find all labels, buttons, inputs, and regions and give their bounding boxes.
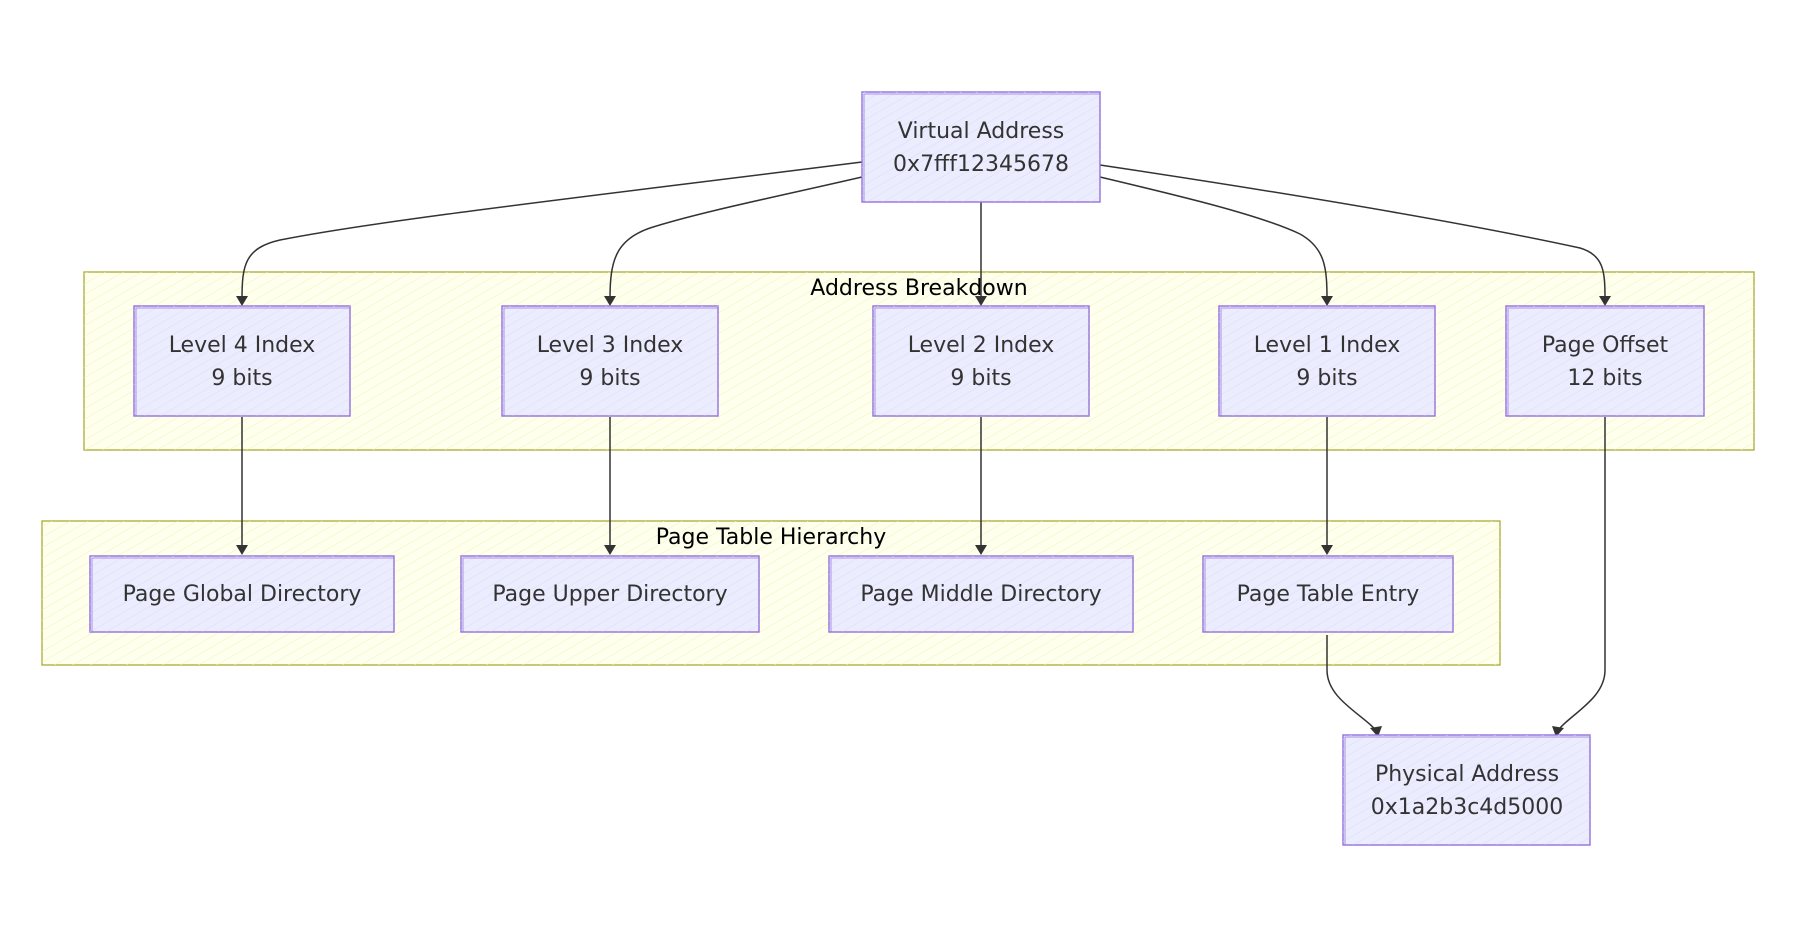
physical-address-value: 0x1a2b3c4d5000 [1371,795,1564,820]
page-upper-directory-node: Page Upper Directory [460,555,760,633]
edge-offset-physical [1555,417,1606,734]
arrow-level1 [1321,296,1333,306]
edge-pte-physical [1326,635,1379,734]
virtual-address-node: Virtual Address 0x7fff12345678 [861,91,1101,203]
page-table-entry-node: Page Table Entry [1202,555,1454,633]
page-offset-label: Page Offset [1542,333,1669,358]
virtual-address-value: 0x7fff12345678 [893,152,1069,177]
level-4-index-label: Level 4 Index [169,333,316,358]
level-2-index-node: Level 2 Index 9 bits [872,305,1090,417]
edge-va-level1 [1099,176,1328,300]
level-4-index-bits: 9 bits [211,366,272,391]
arrow-level4 [236,296,248,306]
edge-va-offset [1099,164,1606,300]
level-1-index-node: Level 1 Index 9 bits [1218,305,1436,417]
level-2-index-bits: 9 bits [950,366,1011,391]
address-breakdown-title: Address Breakdown [810,276,1027,301]
page-offset-bits: 12 bits [1567,366,1642,391]
arrowheads [236,296,1611,737]
physical-address-node: Physical Address 0x1a2b3c4d5000 [1342,734,1591,846]
arrow-level2 [975,296,987,306]
arrow-pgd [236,545,248,555]
edge-va-level3 [609,176,863,300]
physical-address-label: Physical Address [1375,762,1559,787]
level-3-index-bits: 9 bits [579,366,640,391]
page-global-directory-label: Page Global Directory [123,582,362,607]
edge-va-level4 [241,161,863,300]
level-3-index-label: Level 3 Index [537,333,684,358]
edges [241,161,1606,734]
arrow-physical-right [1552,726,1564,737]
address-breakdown-cluster: Address Breakdown [83,271,1755,451]
page-global-directory-node: Page Global Directory [89,555,395,633]
page-upper-directory-label: Page Upper Directory [492,582,727,607]
page-middle-directory-label: Page Middle Directory [860,582,1101,607]
page-middle-directory-node: Page Middle Directory [828,555,1134,633]
arrow-pud [604,545,616,555]
level-4-index-node: Level 4 Index 9 bits [133,305,351,417]
arrow-level3 [604,296,616,306]
arrow-physical-left [1370,726,1382,737]
page-table-entry-label: Page Table Entry [1237,582,1420,607]
page-table-hierarchy-title: Page Table Hierarchy [656,525,886,550]
arrow-pte [1321,545,1333,555]
arrow-pmd [975,545,987,555]
level-3-index-node: Level 3 Index 9 bits [501,305,719,417]
level-2-index-label: Level 2 Index [908,333,1055,358]
level-1-index-label: Level 1 Index [1254,333,1401,358]
virtual-address-label: Virtual Address [898,119,1065,144]
level-1-index-bits: 9 bits [1296,366,1357,391]
page-offset-node: Page Offset 12 bits [1505,305,1705,417]
arrow-offset [1599,296,1611,306]
